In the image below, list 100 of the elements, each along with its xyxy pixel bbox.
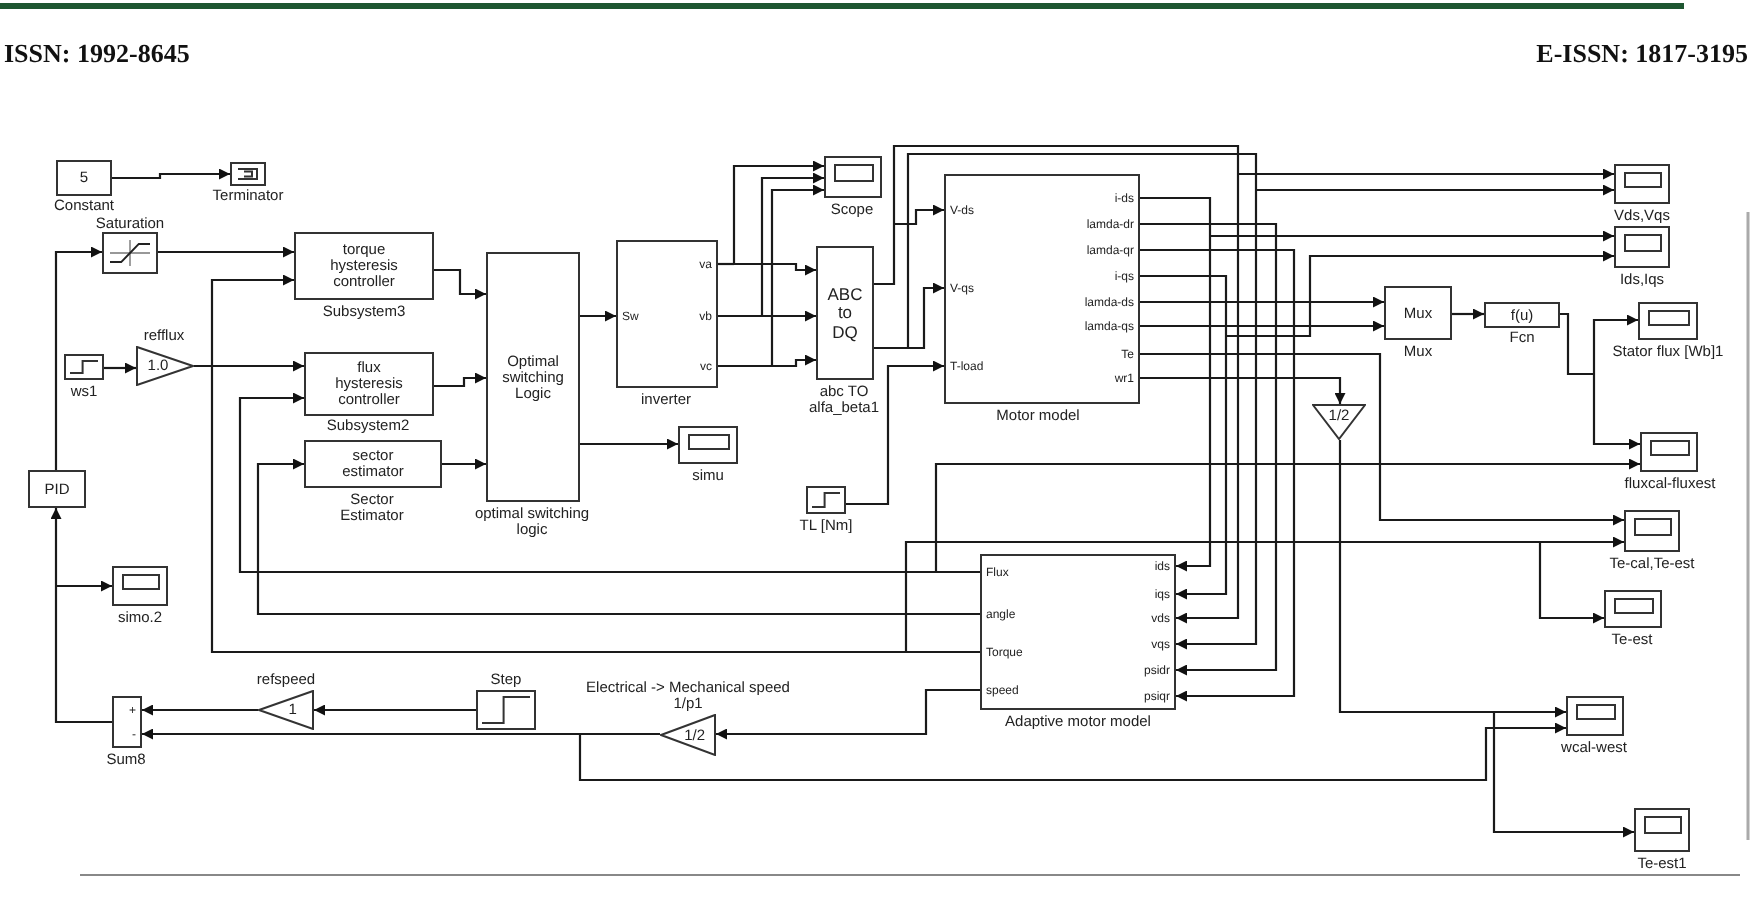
signal-line xyxy=(936,570,980,574)
signal-arrow xyxy=(1210,230,1614,242)
subsystem-block xyxy=(486,252,580,502)
signal-arrow xyxy=(142,704,258,716)
signal-arrow xyxy=(1140,222,1278,676)
gain-block xyxy=(1312,404,1366,440)
scope-block xyxy=(678,426,738,464)
step-block xyxy=(64,354,104,380)
signal-arrow xyxy=(1176,236,1212,572)
signal-arrow xyxy=(142,728,580,740)
signal-line xyxy=(580,732,660,736)
header-text: ISSN: 1992-8645 xyxy=(4,38,190,70)
signal-arrow xyxy=(934,458,1640,572)
signal-arrow xyxy=(210,274,906,654)
signal-line xyxy=(1140,274,1228,336)
signal-line xyxy=(874,224,896,286)
subsystem-block xyxy=(304,440,442,488)
signal-line xyxy=(874,346,908,350)
subsystem-block xyxy=(294,232,434,300)
signal-arrow xyxy=(772,354,816,368)
signal-arrow xyxy=(770,184,824,366)
signal-arrow xyxy=(194,360,304,372)
signal-arrow xyxy=(442,458,486,470)
signal-arrow xyxy=(112,168,230,180)
signal-arrow xyxy=(434,268,486,300)
signal-arrow xyxy=(1226,250,1614,338)
signal-arrow xyxy=(54,246,102,470)
scope-block xyxy=(1604,590,1662,628)
signal-arrow xyxy=(1140,376,1346,404)
signal-arrow xyxy=(158,246,294,258)
subsystem-block xyxy=(980,554,1176,710)
signal-arrow xyxy=(1176,190,1258,650)
scope-block xyxy=(1638,302,1698,340)
scope-block xyxy=(1624,510,1680,552)
signal-arrow xyxy=(846,360,944,506)
signal-line xyxy=(718,364,772,368)
subsystem-block xyxy=(944,174,1140,404)
signal-line xyxy=(904,540,1540,652)
signal-arrow xyxy=(580,310,616,322)
signal-arrow xyxy=(238,392,936,574)
signal-arrow xyxy=(908,282,944,350)
signal-arrow xyxy=(1238,168,1614,180)
signal-arrow xyxy=(1140,352,1624,526)
signal-arrow xyxy=(760,172,824,316)
signal-arrow xyxy=(1494,706,1566,718)
signal-line xyxy=(1560,312,1594,376)
signal-arrow xyxy=(732,160,824,264)
sum-block xyxy=(112,696,142,748)
signal-arrow xyxy=(1140,296,1384,308)
signal-arrow xyxy=(716,688,980,740)
mux-block xyxy=(1384,286,1452,340)
signal-arrow xyxy=(1176,174,1240,624)
signal-arrow xyxy=(580,438,678,450)
function-block xyxy=(1484,302,1560,328)
signal-arrow xyxy=(104,362,136,374)
subsystem-block xyxy=(304,352,434,416)
signal-arrow xyxy=(256,458,980,616)
signal-line xyxy=(906,152,1258,348)
signal-arrow xyxy=(1452,308,1484,320)
signal-line xyxy=(54,586,112,724)
header-text: E-ISSN: 1817-3195 xyxy=(1536,38,1748,70)
signal-line xyxy=(906,650,980,654)
signal-arrow xyxy=(1592,314,1638,374)
signal-arrow xyxy=(434,372,486,388)
scope-block xyxy=(1566,696,1624,736)
signal-arrow xyxy=(894,204,944,226)
signal-arrow xyxy=(1256,184,1614,196)
block-text: ABC to DQ xyxy=(827,284,863,342)
signal-arrow xyxy=(1492,712,1634,838)
scope-block xyxy=(1614,164,1670,204)
signal-line xyxy=(718,314,762,318)
signal-line xyxy=(1140,196,1212,236)
scope-block xyxy=(1640,432,1698,472)
signal-arrow xyxy=(1176,336,1228,600)
signal-arrow xyxy=(56,580,112,592)
saturation-block xyxy=(102,232,158,274)
signal-line xyxy=(1338,440,1494,714)
signal-arrow xyxy=(1140,320,1384,332)
scope-block xyxy=(1614,226,1670,268)
signal-arrow xyxy=(1540,536,1624,548)
gain-block xyxy=(660,714,716,756)
step-block xyxy=(806,486,846,514)
scope-block xyxy=(112,566,168,606)
scope-block xyxy=(824,156,882,198)
gain-block xyxy=(136,346,194,386)
signal-arrow xyxy=(314,704,476,716)
subsystem-block xyxy=(816,246,874,380)
terminator-block xyxy=(230,162,266,186)
signal-arrow xyxy=(50,508,62,586)
scope-block xyxy=(1634,808,1690,852)
signal-arrow xyxy=(734,262,816,276)
pid-block xyxy=(28,470,86,508)
subsystem-block xyxy=(616,240,718,388)
signal-arrow xyxy=(762,310,816,322)
signal-arrow xyxy=(1592,374,1640,450)
signal-arrow xyxy=(578,722,1566,782)
constant-block xyxy=(56,160,112,196)
gain-block xyxy=(258,690,314,730)
signal-line xyxy=(892,144,1240,224)
signal-arrow xyxy=(1140,248,1296,702)
